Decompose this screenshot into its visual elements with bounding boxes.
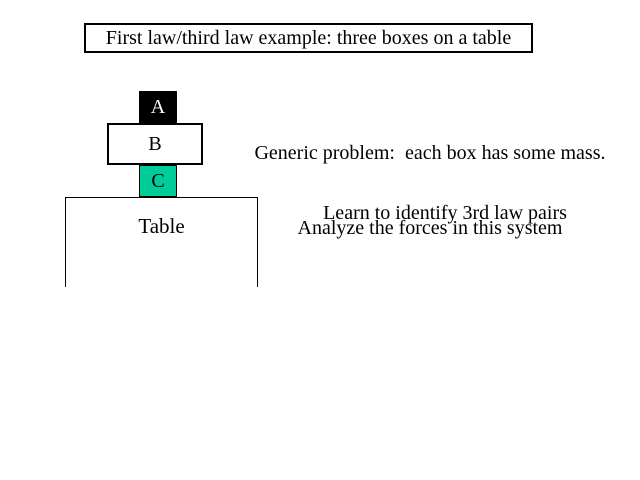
generic-problem-note: Generic problem: each box has some mass.… — [230, 91, 630, 291]
box-a-label: A — [150, 95, 166, 118]
table-label: Table — [138, 214, 185, 238]
generic-problem-line-1: Generic problem: each box has some mass. — [254, 142, 606, 164]
diagram-box-a: A — [139, 91, 177, 123]
diagram-box-c: C — [139, 165, 177, 197]
generic-problem-line-2: Analyze the forces in this system — [297, 217, 563, 239]
diagram-box-b: B — [107, 123, 203, 165]
diagram-table: Table — [65, 197, 258, 287]
box-c-label: C — [151, 169, 165, 192]
title-box: First law/third law example: three boxes… — [84, 23, 533, 53]
slide-title: First law/third law example: three boxes… — [105, 26, 512, 49]
box-b-label: B — [148, 132, 162, 155]
learn-pairs-note: Learn to identify 3rd law pairs — [300, 201, 590, 225]
learn-pairs-text: Learn to identify 3rd law pairs — [323, 202, 567, 224]
